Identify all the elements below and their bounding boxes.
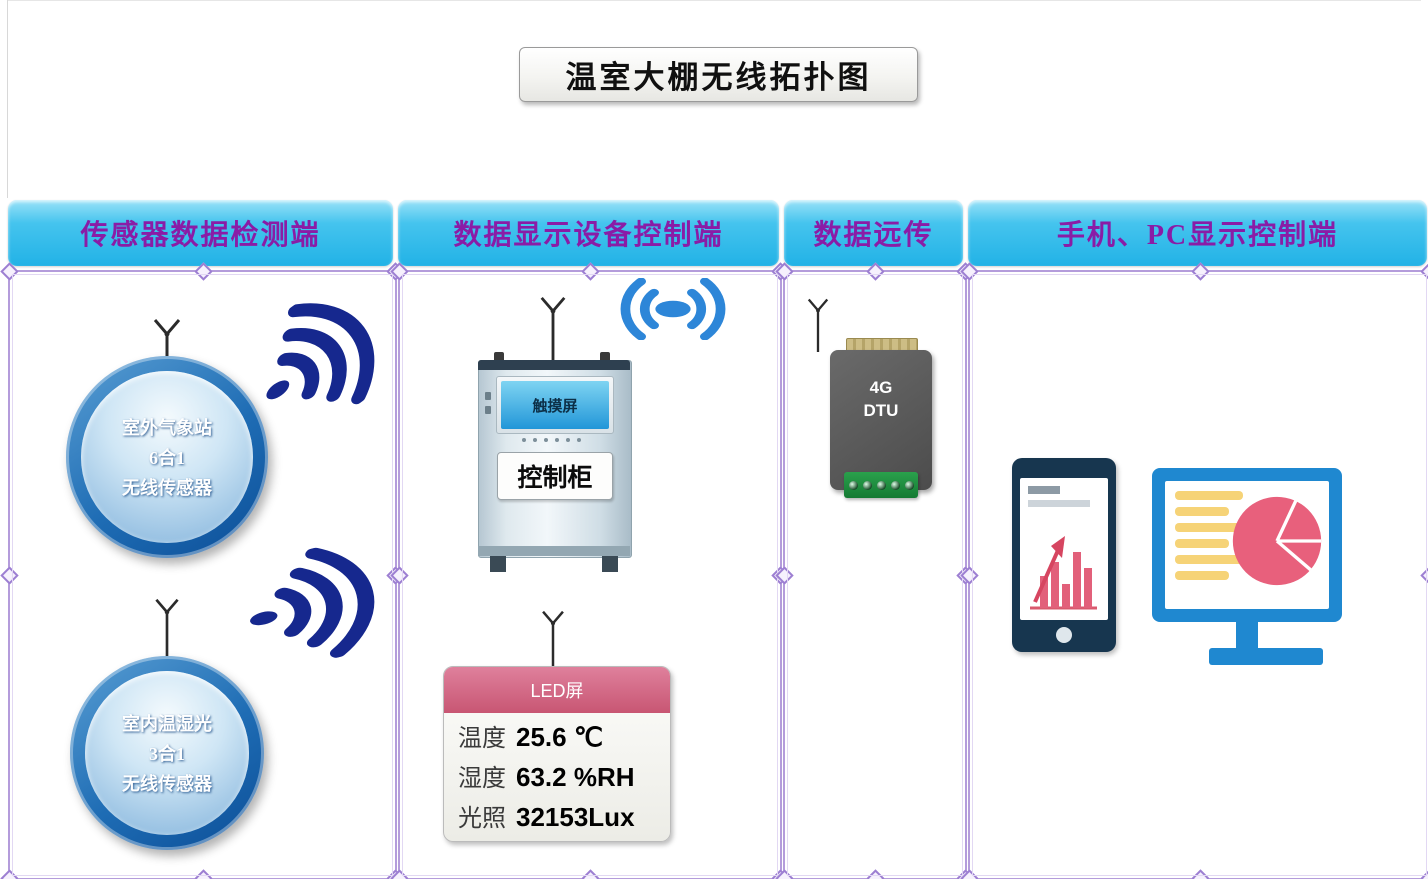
signal-waves-icon — [231, 268, 415, 447]
sensor2-line2: 3合1 — [149, 744, 185, 764]
diagram-title-box: 温室大棚无线拓扑图 — [519, 47, 918, 102]
cabinet-bolt — [494, 352, 504, 364]
sensor1-line2: 6合1 — [149, 448, 185, 468]
wifi-icon — [598, 278, 748, 340]
control-cabinet-label: 控制柜 — [497, 452, 613, 500]
antenna-icon — [531, 610, 575, 668]
led-reading-value: 63.2 %RH — [516, 762, 635, 792]
column-header-display-control-label: 数据显示设备控制端 — [453, 220, 724, 251]
diagram-title: 温室大棚无线拓扑图 — [565, 60, 872, 95]
sensor-face — [85, 671, 249, 835]
signal-waves-icon — [235, 532, 408, 677]
dtu-label-line2: DTU — [863, 401, 899, 420]
sensor2-line1: 室内温湿光 — [122, 714, 212, 734]
document-lines — [1175, 491, 1243, 580]
page-left-edge — [7, 0, 8, 198]
monitor-stand-neck — [1236, 622, 1258, 648]
dtu-label-line1: 4G — [869, 378, 893, 397]
antenna-icon — [145, 598, 189, 660]
pie-chart-icon — [1229, 493, 1325, 589]
outdoor-weather-sensor: 室外气象站 6合1 无线传感器 — [66, 356, 268, 558]
phone-screen — [1020, 478, 1108, 620]
antenna-icon — [145, 316, 189, 390]
column-header-sensors-label: 传感器数据检测端 — [80, 220, 321, 251]
column-header-remote: 数据远传 — [784, 200, 963, 266]
led-reading-label: 光照 — [458, 806, 506, 832]
sensor1-line3: 无线传感器 — [122, 478, 212, 498]
led-reading-value: 32153Lux — [516, 802, 635, 832]
led-reading-light: 光照 32153Lux — [458, 798, 658, 838]
cabinet-foot — [490, 556, 506, 572]
phone-text-line — [1028, 500, 1090, 507]
led-reading-label: 温度 — [458, 726, 506, 752]
led-display-panel: LED屏 温度 25.6 ℃ 湿度 63.2 %RH 光照 32153Lux — [443, 666, 671, 842]
smartphone — [1012, 458, 1116, 652]
dtu-device: 4G DTU — [830, 350, 932, 490]
touch-screen: 触摸屏 — [501, 381, 609, 429]
cabinet-indicator — [485, 406, 491, 414]
column-header-remote-label: 数据远传 — [813, 220, 934, 251]
column-header-sensors: 传感器数据检测端 — [8, 200, 393, 266]
cabinet-base-strip — [478, 546, 630, 556]
bar-chart-icon — [1025, 514, 1103, 616]
dtu-terminal-block — [844, 472, 918, 498]
led-reading-humidity: 湿度 63.2 %RH — [458, 758, 658, 798]
monitor-screen — [1165, 481, 1329, 609]
led-panel-header: LED屏 — [444, 667, 670, 713]
cabinet-bolt — [600, 352, 610, 364]
pc-monitor — [1152, 468, 1342, 622]
antenna-icon — [531, 296, 575, 362]
sensor1-line1: 室外气象站 — [122, 418, 212, 438]
column-header-phone-pc: 手机、PC显示控制端 — [968, 200, 1427, 266]
cabinet-indicator — [485, 392, 491, 400]
led-panel-body: 温度 25.6 ℃ 湿度 63.2 %RH 光照 32153Lux — [444, 713, 670, 838]
cabinet-top-bar — [478, 360, 630, 370]
page-top-edge — [8, 0, 1421, 1]
cabinet-foot — [602, 556, 618, 572]
column-header-phone-pc-label: 手机、PC显示控制端 — [1056, 220, 1339, 251]
touch-screen-bezel: 触摸屏 — [496, 376, 614, 434]
indoor-thl-sensor: 室内温湿光 3合1 无线传感器 — [70, 656, 264, 850]
monitor-stand-base — [1209, 648, 1323, 665]
phone-home-button — [1056, 627, 1072, 643]
column-header-display-control: 数据显示设备控制端 — [398, 200, 779, 266]
cabinet-vent-dots — [522, 438, 581, 442]
led-reading-value: 25.6 ℃ — [516, 722, 604, 752]
sensor2-line3: 无线传感器 — [122, 774, 212, 794]
sensor-face — [81, 371, 253, 543]
phone-text-line — [1028, 486, 1060, 494]
antenna-icon — [798, 298, 838, 352]
led-reading-label: 湿度 — [458, 766, 506, 792]
led-reading-temperature: 温度 25.6 ℃ — [458, 718, 658, 758]
